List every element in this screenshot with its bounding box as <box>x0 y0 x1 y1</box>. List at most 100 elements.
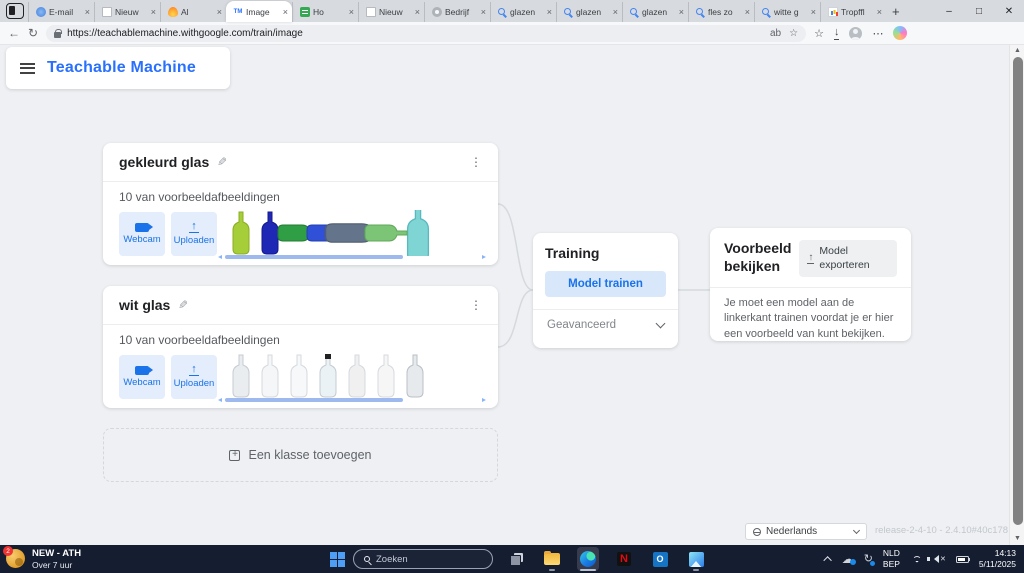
photos-taskbar-icon[interactable] <box>685 547 707 571</box>
thumbnail-scrollbar[interactable] <box>218 254 486 259</box>
browser-tab[interactable]: glazen× <box>622 2 688 22</box>
volume-muted-icon[interactable]: ✕ <box>927 555 946 563</box>
taskbar-notification-app[interactable]: 2 NEW - ATH Over 7 uur <box>0 546 330 570</box>
webcam-button[interactable]: Webcam <box>119 212 165 256</box>
translate-icon[interactable]: ab <box>769 27 782 39</box>
netflix-taskbar-icon[interactable]: N <box>613 547 635 571</box>
browser-tab[interactable]: Nieuw× <box>94 2 160 22</box>
tab-close-icon[interactable]: × <box>84 7 90 17</box>
tab-close-icon[interactable]: × <box>150 7 156 17</box>
new-tab-button[interactable]: + <box>892 4 900 19</box>
edge-taskbar-icon[interactable] <box>577 547 599 571</box>
battery-icon[interactable] <box>955 555 971 563</box>
browser-tab[interactable]: witte g× <box>754 2 820 22</box>
add-class-button[interactable]: + Een klasse toevoegen <box>103 428 498 482</box>
tab-close-icon[interactable]: × <box>546 7 552 17</box>
menu-icon[interactable] <box>20 62 35 74</box>
edit-pencil-icon[interactable]: ✎ <box>217 155 228 169</box>
tab-close-icon[interactable]: × <box>810 7 816 17</box>
sample-image[interactable] <box>376 354 396 398</box>
address-bar[interactable]: https://teachablemachine.withgoogle.com/… <box>46 24 807 42</box>
more-menu-icon[interactable]: ⋯ <box>872 27 884 40</box>
browser-tab[interactable]: glazen× <box>556 2 622 22</box>
sample-count-label: 10 van voorbeeldafbeeldingen <box>119 333 280 347</box>
sample-image[interactable] <box>289 354 309 398</box>
taskbar-search[interactable]: Zoeken <box>353 549 493 569</box>
url-text[interactable]: https://teachablemachine.withgoogle.com/… <box>67 27 303 39</box>
browser-tab[interactable]: glazen× <box>490 2 556 22</box>
kebab-menu-icon[interactable]: ⋮ <box>470 155 482 169</box>
edit-pencil-icon[interactable]: ✎ <box>178 298 189 312</box>
tray-expand-icon[interactable] <box>823 556 832 565</box>
tab-close-icon[interactable]: × <box>876 7 882 17</box>
notification-subtitle: Over 7 uur <box>32 559 73 570</box>
tab-close-icon[interactable]: × <box>744 7 750 17</box>
window-minimize-button[interactable]: – <box>946 5 952 17</box>
chevron-down-icon <box>852 526 861 535</box>
sample-image[interactable] <box>405 210 431 256</box>
browser-tab[interactable]: Al× <box>160 2 226 22</box>
tab-close-icon[interactable]: × <box>678 7 684 17</box>
webcam-button[interactable]: Webcam <box>119 355 165 399</box>
browser-tab[interactable]: Nieuw× <box>358 2 424 22</box>
taskbar-clock[interactable]: 14:13 5/11/2025 <box>978 548 1016 569</box>
favorite-star-icon[interactable]: ☆ <box>789 27 799 39</box>
wifi-icon[interactable] <box>910 554 924 564</box>
sample-image[interactable] <box>260 211 280 255</box>
sample-image[interactable] <box>405 354 425 398</box>
tab-close-icon[interactable]: × <box>414 7 420 17</box>
browser-tab[interactable]: Ho× <box>292 2 358 22</box>
windows-start-button[interactable] <box>330 551 345 567</box>
sample-image[interactable] <box>318 354 338 398</box>
upload-button[interactable]: ↑ Uploaden <box>171 355 217 399</box>
scroll-up-arrow[interactable]: ▲ <box>1014 47 1021 54</box>
tab-close-icon[interactable]: × <box>612 7 618 17</box>
downloads-icon[interactable]: ↓ <box>833 26 840 40</box>
advanced-toggle[interactable]: Geavanceerd <box>545 310 666 340</box>
thumbnail-scrollbar[interactable] <box>218 397 486 402</box>
train-model-button[interactable]: Model trainen <box>545 271 666 297</box>
refresh-icon[interactable]: ↻ <box>28 26 39 40</box>
preview-hint-text: Je moet een model aan de linkerkant trai… <box>724 297 894 340</box>
scrollbar-thumb[interactable] <box>1012 57 1023 525</box>
file-explorer-taskbar-icon[interactable] <box>541 547 563 571</box>
window-close-button[interactable]: ✕ <box>1004 5 1014 17</box>
back-icon[interactable]: ← <box>8 26 20 40</box>
browser-tab[interactable]: Bedrijf× <box>424 2 490 22</box>
kebab-menu-icon[interactable]: ⋮ <box>470 298 482 312</box>
keyboard-language[interactable]: NLD BEP <box>882 548 900 569</box>
outlook-taskbar-icon[interactable]: O <box>649 547 671 571</box>
task-view-taskbar-icon[interactable] <box>505 547 527 571</box>
page-scrollbar[interactable]: ▲ ▼ <box>1009 45 1024 545</box>
copilot-icon[interactable] <box>893 26 908 40</box>
training-title: Training <box>545 245 600 261</box>
upload-button[interactable]: ↑ Uploaden <box>171 212 217 256</box>
tab-close-icon[interactable]: × <box>216 7 222 17</box>
sample-image[interactable] <box>364 223 408 243</box>
browser-tab[interactable]: Tropffl× <box>820 2 886 22</box>
browser-tab[interactable]: E-mail× <box>28 2 94 22</box>
scroll-down-arrow[interactable]: ▼ <box>1014 535 1021 542</box>
tab-close-icon[interactable]: × <box>282 6 288 17</box>
sample-image[interactable] <box>231 211 251 255</box>
language-select[interactable]: Nederlands <box>745 523 867 540</box>
class-name[interactable]: wit glas <box>119 297 171 313</box>
favorites-hub-icon[interactable]: ☆ <box>814 27 824 40</box>
window-maximize-button[interactable]: □ <box>975 5 983 17</box>
sample-image[interactable] <box>277 223 321 243</box>
sheet-icon <box>300 7 310 17</box>
sample-image[interactable] <box>347 354 367 398</box>
sample-image[interactable] <box>231 354 251 398</box>
export-model-button[interactable]: ↑ Model exporteren <box>799 240 897 277</box>
tab-close-icon[interactable]: × <box>348 7 354 17</box>
sample-image[interactable] <box>260 354 280 398</box>
tm-icon: TM <box>233 8 243 15</box>
update-sync-icon[interactable]: ↻ <box>863 552 876 566</box>
onedrive-icon[interactable]: ☁ <box>841 552 856 566</box>
tab-close-icon[interactable]: × <box>480 7 486 17</box>
class-name[interactable]: gekleurd glas <box>119 154 210 170</box>
profile-avatar[interactable] <box>849 26 863 40</box>
tab-actions-icon[interactable] <box>6 3 24 19</box>
browser-tab[interactable]: fles zo× <box>688 2 754 22</box>
